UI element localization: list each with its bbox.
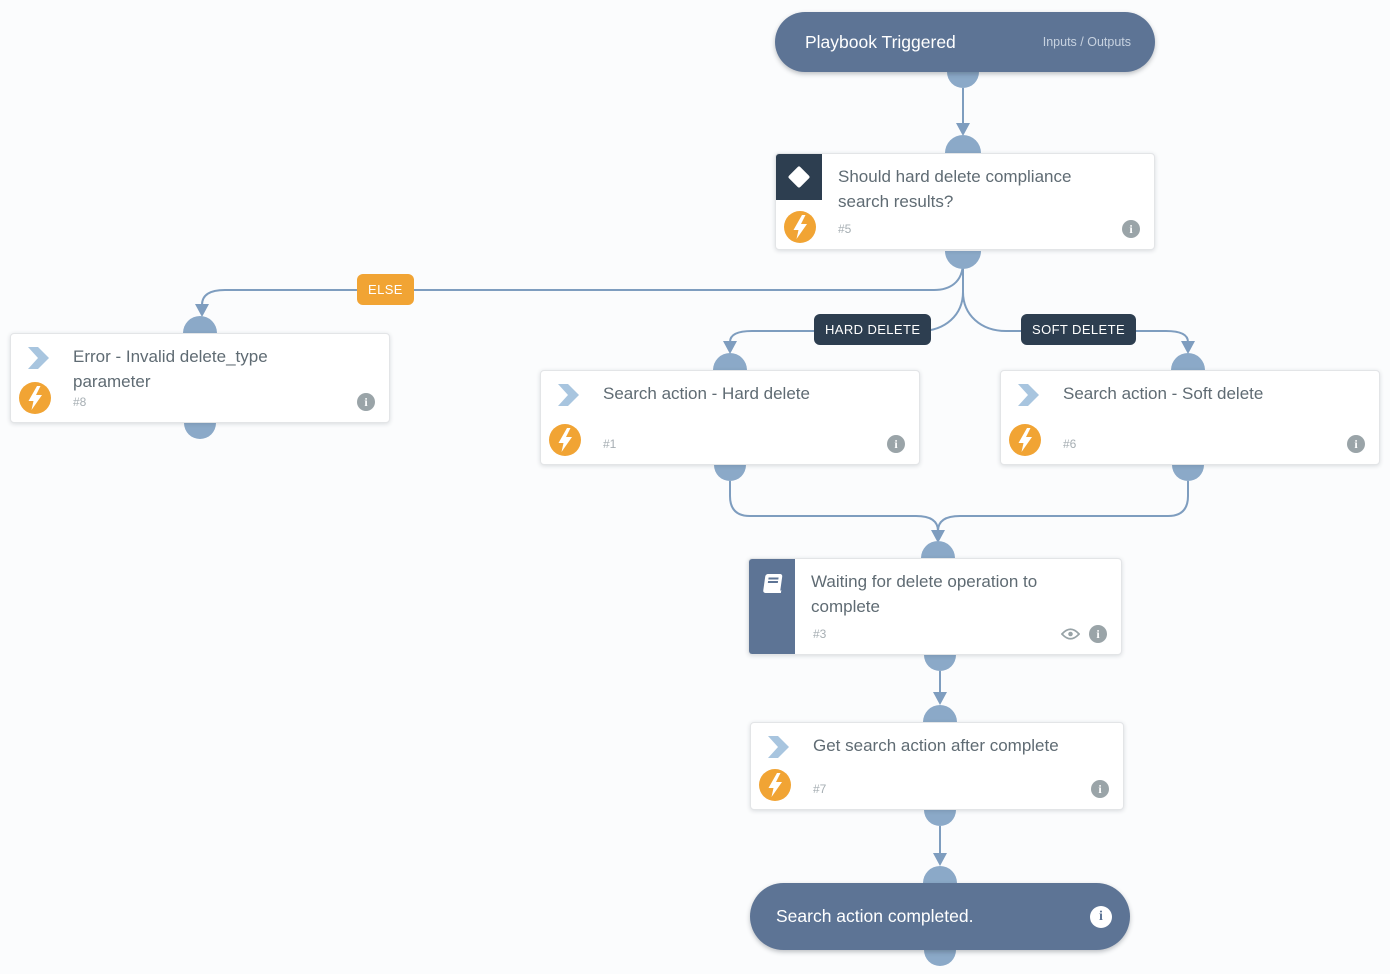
info-icon[interactable]: i bbox=[1089, 625, 1107, 643]
playbook-book-icon bbox=[759, 571, 785, 597]
info-icon[interactable]: i bbox=[1091, 780, 1109, 798]
playbook-node-bar bbox=[749, 559, 795, 654]
decision-icon bbox=[776, 154, 822, 200]
node-title: Search action - Hard delete bbox=[603, 384, 810, 403]
end-node-title: Search action completed. bbox=[776, 906, 974, 926]
node-title: Get search action after complete bbox=[813, 736, 1059, 755]
bolt-icon bbox=[759, 769, 791, 801]
action-chevron-icon bbox=[1016, 384, 1040, 406]
start-node-title: Playbook Triggered bbox=[805, 31, 956, 52]
node-title: Search action - Soft delete bbox=[1063, 384, 1264, 403]
inputs-outputs-link[interactable]: Inputs / Outputs bbox=[1042, 35, 1131, 49]
branch-label-soft-delete[interactable]: SOFT DELETE bbox=[1021, 314, 1137, 345]
start-node-playbook-triggered[interactable]: Playbook Triggered Inputs / Outputs bbox=[775, 12, 1155, 72]
node-title: Error - Invalid delete_type parameter bbox=[73, 347, 268, 391]
info-icon[interactable]: i bbox=[1090, 905, 1112, 928]
info-icon[interactable]: i bbox=[1347, 435, 1365, 453]
node-search-action-hard-delete[interactable]: Search action - Hard delete #1 i bbox=[540, 370, 920, 465]
branch-label-else[interactable]: ELSE bbox=[357, 274, 414, 305]
node-id: #6 bbox=[1063, 437, 1077, 451]
node-error-invalid-delete-type[interactable]: Error - Invalid delete_type parameter #8… bbox=[10, 333, 390, 423]
bolt-icon bbox=[549, 424, 581, 456]
node-get-search-action[interactable]: Get search action after complete #7 i bbox=[750, 722, 1124, 810]
node-id: #3 bbox=[813, 627, 827, 641]
eye-icon[interactable] bbox=[1060, 627, 1081, 641]
connector-ports bbox=[183, 72, 1205, 966]
action-chevron-icon bbox=[766, 736, 790, 758]
node-id: #5 bbox=[838, 222, 852, 236]
bolt-icon bbox=[784, 211, 816, 243]
action-chevron-icon bbox=[556, 384, 580, 406]
info-icon[interactable]: i bbox=[357, 393, 375, 411]
info-icon[interactable]: i bbox=[1122, 220, 1140, 238]
action-chevron-icon bbox=[26, 347, 50, 369]
node-title: Waiting for delete operation to complete bbox=[811, 572, 1038, 616]
node-id: #8 bbox=[73, 395, 87, 409]
end-node-search-completed[interactable]: Search action completed. i bbox=[750, 883, 1130, 950]
node-search-action-soft-delete[interactable]: Search action - Soft delete #6 i bbox=[1000, 370, 1380, 465]
diamond-icon bbox=[787, 165, 811, 189]
info-icon[interactable]: i bbox=[887, 435, 905, 453]
node-id: #1 bbox=[603, 437, 617, 451]
branch-label-hard-delete[interactable]: HARD DELETE bbox=[814, 314, 932, 345]
node-waiting-for-delete[interactable]: Waiting for delete operation to complete… bbox=[748, 558, 1122, 655]
node-id: #7 bbox=[813, 782, 827, 796]
bolt-icon bbox=[1009, 424, 1041, 456]
node-title: Should hard delete compliance search res… bbox=[838, 167, 1072, 211]
node-decision[interactable]: Should hard delete compliance search res… bbox=[775, 153, 1155, 250]
bolt-icon bbox=[19, 382, 51, 414]
